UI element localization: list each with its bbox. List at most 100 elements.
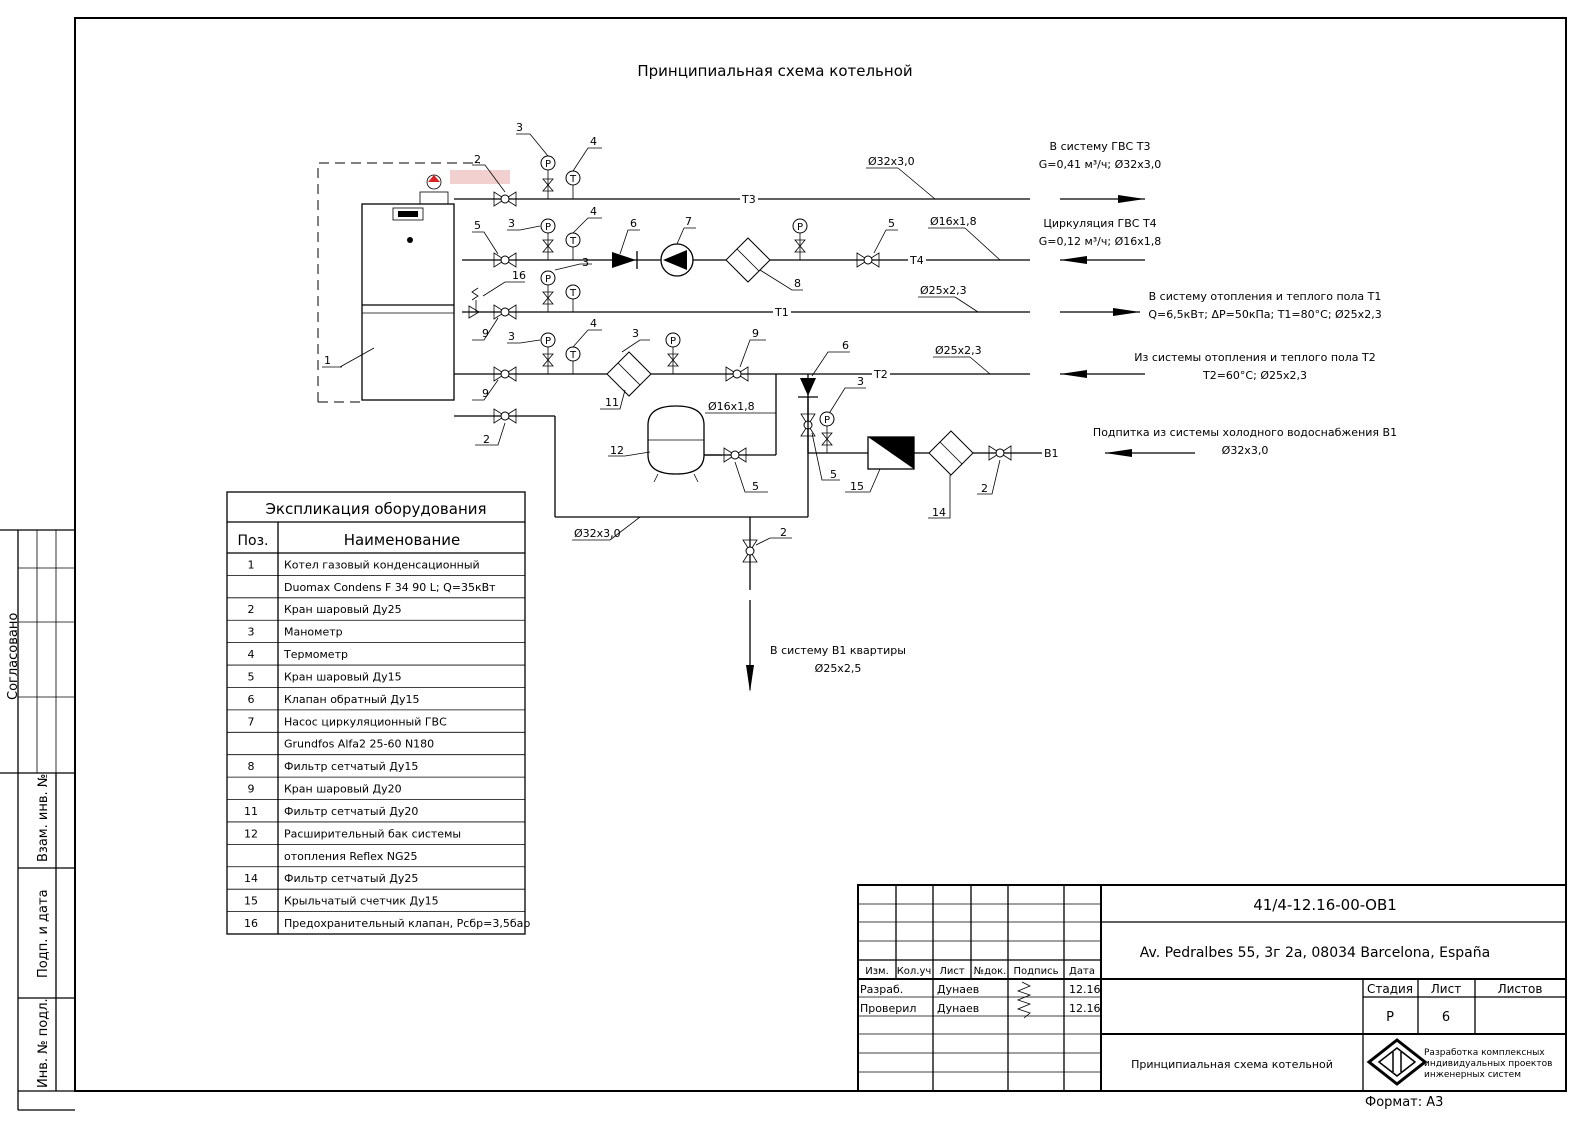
valve-2-t3 xyxy=(493,191,517,207)
t2-text1: Из системы отопления и теплого пола Т2 xyxy=(1134,351,1375,364)
explication-name: Фильтр сетчатый Ду20 xyxy=(284,805,418,818)
pos-5: 5 xyxy=(474,219,481,232)
to-apartment-2: Ø25x2,5 xyxy=(815,662,862,675)
pos-3f: 3 xyxy=(857,375,864,388)
stamp-date: 12.16 xyxy=(1069,1002,1101,1015)
explication-name: Кран шаровый Ду25 xyxy=(284,603,402,616)
diagram-title: Принципиальная схема котельной xyxy=(637,62,912,80)
boiler xyxy=(317,162,510,403)
vzam-label: Взам. инв. № xyxy=(36,774,51,862)
stamp-header: Изм. xyxy=(865,966,889,977)
pos-9b: 9 xyxy=(482,387,489,400)
pos-5b: 5 xyxy=(888,217,895,230)
explication-col-name: Наименование xyxy=(344,531,461,549)
to-apartment-1: В систему В1 квартиры xyxy=(770,644,906,657)
explication-pos: 1 xyxy=(248,558,255,571)
gauge-t3: P xyxy=(540,155,556,199)
b1-text1: Подпитка из системы холодного водоснабже… xyxy=(1093,426,1397,439)
svg-text:P: P xyxy=(545,222,551,233)
t1-code: T1 xyxy=(774,306,789,319)
explication-name: Расширительный бак системы xyxy=(284,827,461,840)
gauge-circ: P xyxy=(792,218,808,260)
explication-table: Экспликация оборудования Поз. Наименован… xyxy=(226,491,530,935)
object-address: Av. Pedralbes 55, 3г 2a, 08034 Barcelona… xyxy=(1140,945,1490,961)
svg-text:P: P xyxy=(545,274,551,285)
inv-label: Инв. № подл. xyxy=(36,998,51,1088)
explication-pos: 14 xyxy=(244,872,258,885)
explication-col-pos: Поз. xyxy=(238,533,269,549)
stamp-name: Дунаев xyxy=(937,983,979,996)
valve-5-circ xyxy=(856,252,880,268)
explication-name: Термометр xyxy=(283,648,348,661)
pos-4c: 4 xyxy=(590,317,597,330)
explication-name: Крыльчатый счетчик Ду15 xyxy=(284,895,439,908)
explication-pos: 7 xyxy=(248,715,255,728)
sheet-title: Принципиальная схема котельной xyxy=(1131,1058,1333,1071)
filter-14 xyxy=(928,430,974,476)
safety-valve-16 xyxy=(468,287,480,319)
drain-diameter: Ø32x3,0 xyxy=(574,527,621,540)
explication-name: Фильтр сетчатый Ду15 xyxy=(284,760,418,773)
gauges: P P P P P P P T T T T xyxy=(540,155,835,453)
pos-11: 11 xyxy=(605,396,619,409)
pos-9c: 9 xyxy=(752,327,759,340)
svg-text:T: T xyxy=(569,350,577,361)
pos-2: 2 xyxy=(474,153,481,166)
pipe-t2: Ø25x2,3 T2 Из системы отопления и теплог… xyxy=(454,344,1376,382)
explication-name: Клапан обратный Ду15 xyxy=(284,693,419,706)
gauge-t4: P xyxy=(540,218,556,260)
svg-text:T: T xyxy=(569,288,577,299)
stamp-name: Дунаев xyxy=(937,1002,979,1015)
explication-pos: 15 xyxy=(244,895,258,908)
thermo-t1: T xyxy=(565,284,581,312)
explication-name: Кран шаровый Ду20 xyxy=(284,783,402,796)
filter-8 xyxy=(725,237,771,283)
pipe-t4: Ø16x1,8 T4 Циркуляция ГВС Т4 G=0,12 м³/ч… xyxy=(462,215,1161,267)
company-line3: инженерных систем xyxy=(1424,1070,1521,1080)
meter-15 xyxy=(867,436,915,470)
valve-2-drain xyxy=(493,408,517,424)
stage-value: Р xyxy=(1386,1010,1394,1025)
ball-valves xyxy=(493,191,1012,563)
sheets-label: Листов xyxy=(1498,982,1543,996)
gauge-t2: P xyxy=(540,332,556,374)
svg-text:T: T xyxy=(569,236,577,247)
pos-3b: 3 xyxy=(508,217,515,230)
explication-name: Duomax Condens F 34 90 L; Q=35кВт xyxy=(284,581,496,594)
pos-3: 3 xyxy=(516,121,523,134)
pos-2d: 2 xyxy=(780,526,787,539)
t2-text2: Т2=60°С; Ø25x2,3 xyxy=(1202,369,1307,382)
gauge-return: P xyxy=(665,332,681,374)
pos-7: 7 xyxy=(685,215,692,228)
t3-text2: G=0,41 м³/ч; Ø32x3,0 xyxy=(1039,158,1162,171)
valve-5-tank xyxy=(723,447,747,463)
explication-pos: 4 xyxy=(248,648,255,661)
svg-text:P: P xyxy=(670,336,676,347)
svg-text:P: P xyxy=(545,159,551,170)
pos-9: 9 xyxy=(482,327,489,340)
gauge-t1: P xyxy=(540,270,556,312)
explication-pos: 12 xyxy=(244,827,258,840)
pump-7 xyxy=(660,243,694,277)
explication-pos: 3 xyxy=(248,626,255,639)
t2-diameter: Ø25x2,3 xyxy=(935,344,982,357)
pos-15: 15 xyxy=(850,480,864,493)
explication-pos: 2 xyxy=(248,603,255,616)
b1-text2: Ø32x3,0 xyxy=(1222,444,1269,457)
pos-5d: 5 xyxy=(830,468,837,481)
stamp-header: Подпись xyxy=(1014,966,1059,977)
equipment xyxy=(468,237,974,483)
explication-title: Экспликация оборудования xyxy=(265,500,486,518)
valve-9-t2 xyxy=(493,366,517,382)
check-valve-6 xyxy=(612,251,638,269)
explication-name: Кран шаровый Ду15 xyxy=(284,670,402,683)
pos-6: 6 xyxy=(630,217,637,230)
expansion-tank-12 xyxy=(647,405,722,483)
t3-code: T3 xyxy=(741,193,756,206)
pos-12: 12 xyxy=(610,444,624,457)
side-stamp: Согласовано Взам. инв. № Подп. и дата Ин… xyxy=(0,529,75,1111)
explication-pos: 6 xyxy=(248,693,255,706)
stamp-header: №док. xyxy=(974,966,1007,977)
filter-11 xyxy=(606,351,652,397)
